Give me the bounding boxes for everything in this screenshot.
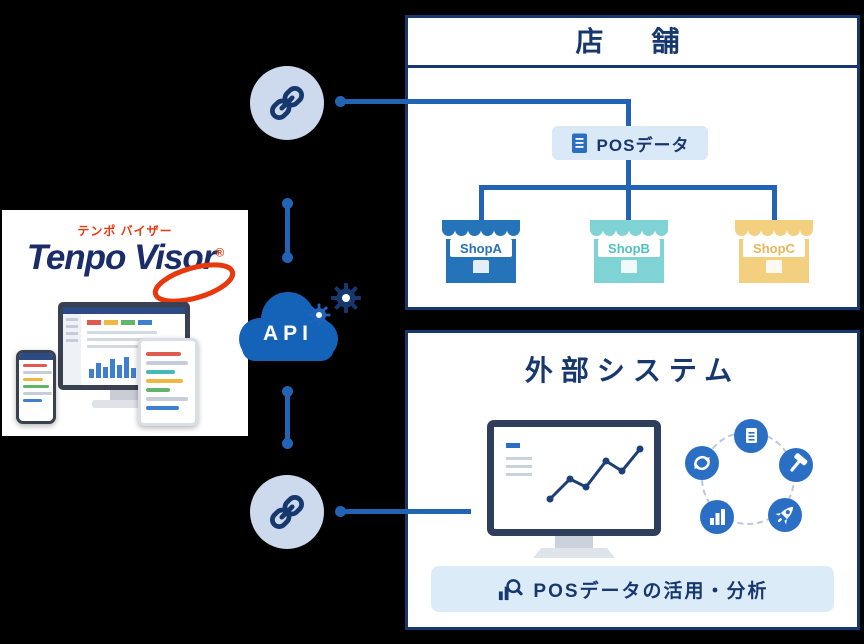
dashboard-sidebar xyxy=(63,314,81,385)
pos-data-label: POSデータ xyxy=(552,126,708,160)
connector-line xyxy=(626,101,631,129)
document-icon xyxy=(734,419,768,453)
tablet-mockup xyxy=(138,338,198,426)
external-panel-title: 外部システム xyxy=(524,355,741,386)
monitor-stand-base xyxy=(92,400,156,408)
document-icon xyxy=(571,133,587,153)
shop-awning-scallops xyxy=(442,226,520,236)
monitor-stand-base xyxy=(533,548,615,558)
connector-dot xyxy=(282,438,293,449)
shop-building: ShopA xyxy=(446,239,516,283)
tenpo-visor-card: テンポ バイザー Tenpo Visor® xyxy=(2,210,248,436)
screen-text-line xyxy=(506,473,532,476)
shop-awning xyxy=(590,220,668,226)
phone-header-bar xyxy=(19,353,53,360)
analytics-monitor xyxy=(487,420,661,536)
shop-awning-scallops xyxy=(735,226,813,236)
api-label: API xyxy=(262,322,313,345)
brand-name: Tenpo Visor xyxy=(26,238,217,277)
dashboard-header-bar xyxy=(63,307,185,314)
shop-door xyxy=(473,260,489,273)
store-panel-title: 店 舗 xyxy=(408,18,857,68)
link-badge-top xyxy=(250,66,324,140)
shop-door xyxy=(621,260,637,273)
connector-dot xyxy=(335,506,346,517)
screen-bullet xyxy=(506,443,520,448)
connector-line xyxy=(626,160,631,188)
shop-awning-scallops xyxy=(590,226,668,236)
chain-link-icon xyxy=(270,495,304,529)
link-badge-bottom xyxy=(250,475,324,549)
shop-name: ShopC xyxy=(743,239,805,257)
monitor-stand-neck xyxy=(555,536,593,548)
bar-chart-magnifier-icon xyxy=(499,578,524,600)
connector-line xyxy=(626,185,631,221)
screen-text-line xyxy=(506,457,532,460)
pos-usage-caption-text: POSデータの活用・分析 xyxy=(533,580,769,602)
connector-line xyxy=(285,202,290,258)
chain-link-icon xyxy=(270,86,304,120)
shop-building: ShopC xyxy=(739,239,809,283)
screen-text-line xyxy=(506,465,532,468)
phone-mockup xyxy=(16,350,56,424)
bar-chart-icon xyxy=(700,500,734,534)
connector-dot xyxy=(335,96,346,107)
connector-line xyxy=(479,185,484,221)
brand-logo: Tenpo Visor® xyxy=(2,238,248,304)
gear-icon xyxy=(307,283,361,327)
api-cloud xyxy=(239,292,338,361)
shop-awning xyxy=(735,220,813,226)
rocket-icon xyxy=(768,498,802,532)
connector-line xyxy=(772,185,777,221)
shop-a-icon: ShopA xyxy=(442,220,520,283)
hammer-icon xyxy=(779,448,813,482)
sync-icon xyxy=(685,446,719,480)
connector-line xyxy=(341,99,631,104)
connector-dot xyxy=(282,252,293,263)
registered-mark: ® xyxy=(215,245,224,260)
shop-b-icon: ShopB xyxy=(590,220,668,283)
shop-awning xyxy=(442,220,520,226)
shop-name: ShopA xyxy=(450,239,512,257)
shop-c-icon: ShopC xyxy=(735,220,813,283)
pos-usage-caption: POSデータの活用・分析 xyxy=(431,566,834,612)
monitor-stand-neck xyxy=(110,390,138,400)
shop-name: ShopB xyxy=(598,239,660,257)
shop-door xyxy=(766,260,782,273)
shop-building: ShopB xyxy=(594,239,664,283)
line-chart xyxy=(546,445,644,503)
connector-line xyxy=(285,390,290,443)
pos-data-label-text: POSデータ xyxy=(596,135,690,155)
dashboard-kpi-chips xyxy=(87,320,152,325)
brand-kana: テンポ バイザー xyxy=(77,224,173,238)
connector-line xyxy=(341,509,471,514)
